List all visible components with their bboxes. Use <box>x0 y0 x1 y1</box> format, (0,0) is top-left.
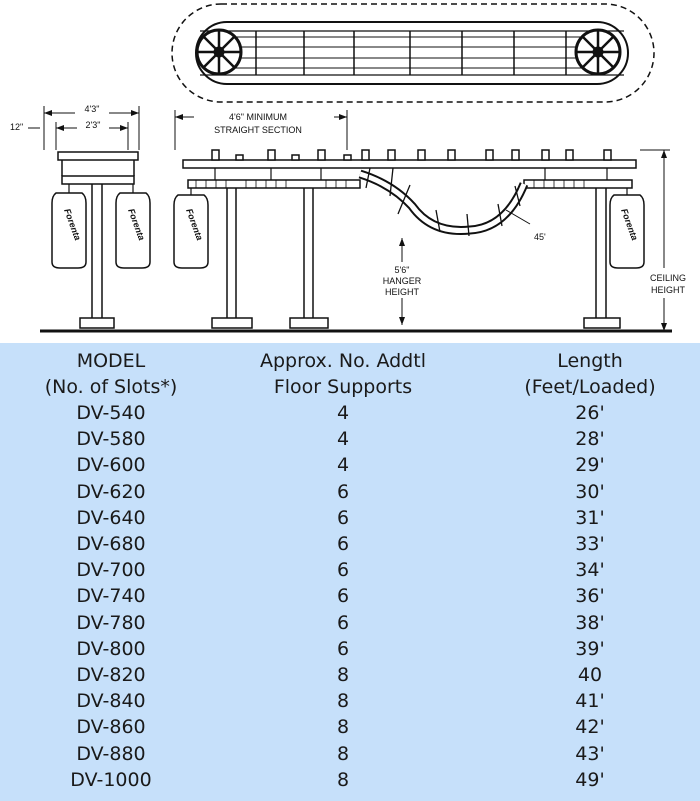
length-cell: 34' <box>575 559 605 582</box>
header-model-sub: (No. of Slots*) <box>44 376 178 398</box>
ceiling-label-2: HEIGHT <box>651 285 686 295</box>
supports-cell: 6 <box>336 585 350 608</box>
right-wheel-icon <box>574 28 622 76</box>
supports-cell: 4 <box>336 454 350 477</box>
header-length-sub: (Feet/Loaded) <box>524 376 656 398</box>
model-cell: DV-840 <box>76 690 146 713</box>
model-cell: DV-600 <box>76 454 146 477</box>
length-cell: 36' <box>575 585 605 608</box>
plan-view <box>171 3 655 103</box>
length-cell: 30' <box>575 480 605 503</box>
model-cell: DV-580 <box>76 428 146 451</box>
model-cell: DV-680 <box>76 533 146 555</box>
left-wheel-icon <box>195 28 243 76</box>
model-cell: DV-800 <box>76 637 146 660</box>
model-cell: DV-540 <box>76 402 146 424</box>
length-cell: 49' <box>575 768 605 791</box>
model-cell: DV-620 <box>76 480 146 503</box>
model-cell: DV-700 <box>76 559 146 582</box>
model-cell: DV-1000 <box>70 768 152 791</box>
supports-cell: 8 <box>336 742 350 765</box>
supports-cell: 6 <box>336 611 350 634</box>
conveyor-diagram: 4'3" 2'3" 12" Forenta Forenta <box>0 0 700 343</box>
hanger-label-2: HANGER <box>383 276 422 286</box>
garment-bag-icon: Forenta <box>609 188 645 269</box>
length-cell: 38' <box>575 611 605 634</box>
model-cell: DV-780 <box>76 611 146 634</box>
supports-cell: 8 <box>336 768 350 791</box>
supports-cell: 6 <box>336 637 350 660</box>
header-length: Length <box>557 350 623 372</box>
supports-cell: 8 <box>336 690 350 713</box>
hanger-label-3: HEIGHT <box>385 287 420 297</box>
end-view: 4'3" 2'3" 12" Forenta Forenta <box>10 104 151 329</box>
length-cell: 43' <box>575 742 605 765</box>
supports-cell: 4 <box>336 428 350 451</box>
model-cell: DV-740 <box>76 585 146 608</box>
garment-bag-icon: Forenta <box>115 184 151 269</box>
supports-cell: 6 <box>336 533 350 555</box>
model-cell: DV-820 <box>76 664 146 686</box>
supports-cell: 4 <box>336 402 350 424</box>
length-cell: 33' <box>575 533 605 555</box>
angle-label: 45' <box>534 232 546 242</box>
length-cell: 40 <box>577 664 603 686</box>
length-cell: 42' <box>575 716 605 739</box>
supports-cell: 8 <box>336 716 350 739</box>
spec-table: MODEL (No. of Slots*) Approx. No. Addtl … <box>0 343 700 801</box>
garment-bag-icon: Forenta <box>173 188 209 269</box>
min-straight-label: 4'6" MINIMUM <box>229 112 287 122</box>
model-cell: DV-640 <box>76 506 146 529</box>
length-cell: 26' <box>575 402 605 424</box>
min-straight-label-2: STRAIGHT SECTION <box>214 125 302 135</box>
supports-cell: 6 <box>336 480 350 503</box>
width-top-label: 4'3" <box>85 104 100 114</box>
model-cell: DV-860 <box>76 716 146 739</box>
header-model: MODEL <box>76 350 146 372</box>
model-cell: DV-880 <box>76 742 146 765</box>
length-cell: 28' <box>575 428 605 451</box>
length-cell: 31' <box>575 506 605 529</box>
top-offset-label: 12" <box>10 122 23 132</box>
supports-cell: 8 <box>336 664 350 686</box>
header-supports-sub: Floor Supports <box>273 376 413 398</box>
width-inner-label: 2'3" <box>86 120 101 130</box>
hanger-label-1: 5'6" <box>395 265 410 275</box>
garment-bag-icon: Forenta <box>51 184 87 269</box>
supports-cell: 6 <box>336 559 350 582</box>
length-cell: 29' <box>575 454 605 477</box>
length-cell: 39' <box>575 637 605 660</box>
supports-cell: 6 <box>336 506 350 529</box>
ceiling-label-1: CEILING <box>650 273 686 283</box>
side-elevation: 4'6" MINIMUM STRAIGHT SECTION <box>173 110 686 331</box>
header-supports: Approx. No. Addtl <box>260 350 426 372</box>
length-cell: 41' <box>575 690 605 713</box>
